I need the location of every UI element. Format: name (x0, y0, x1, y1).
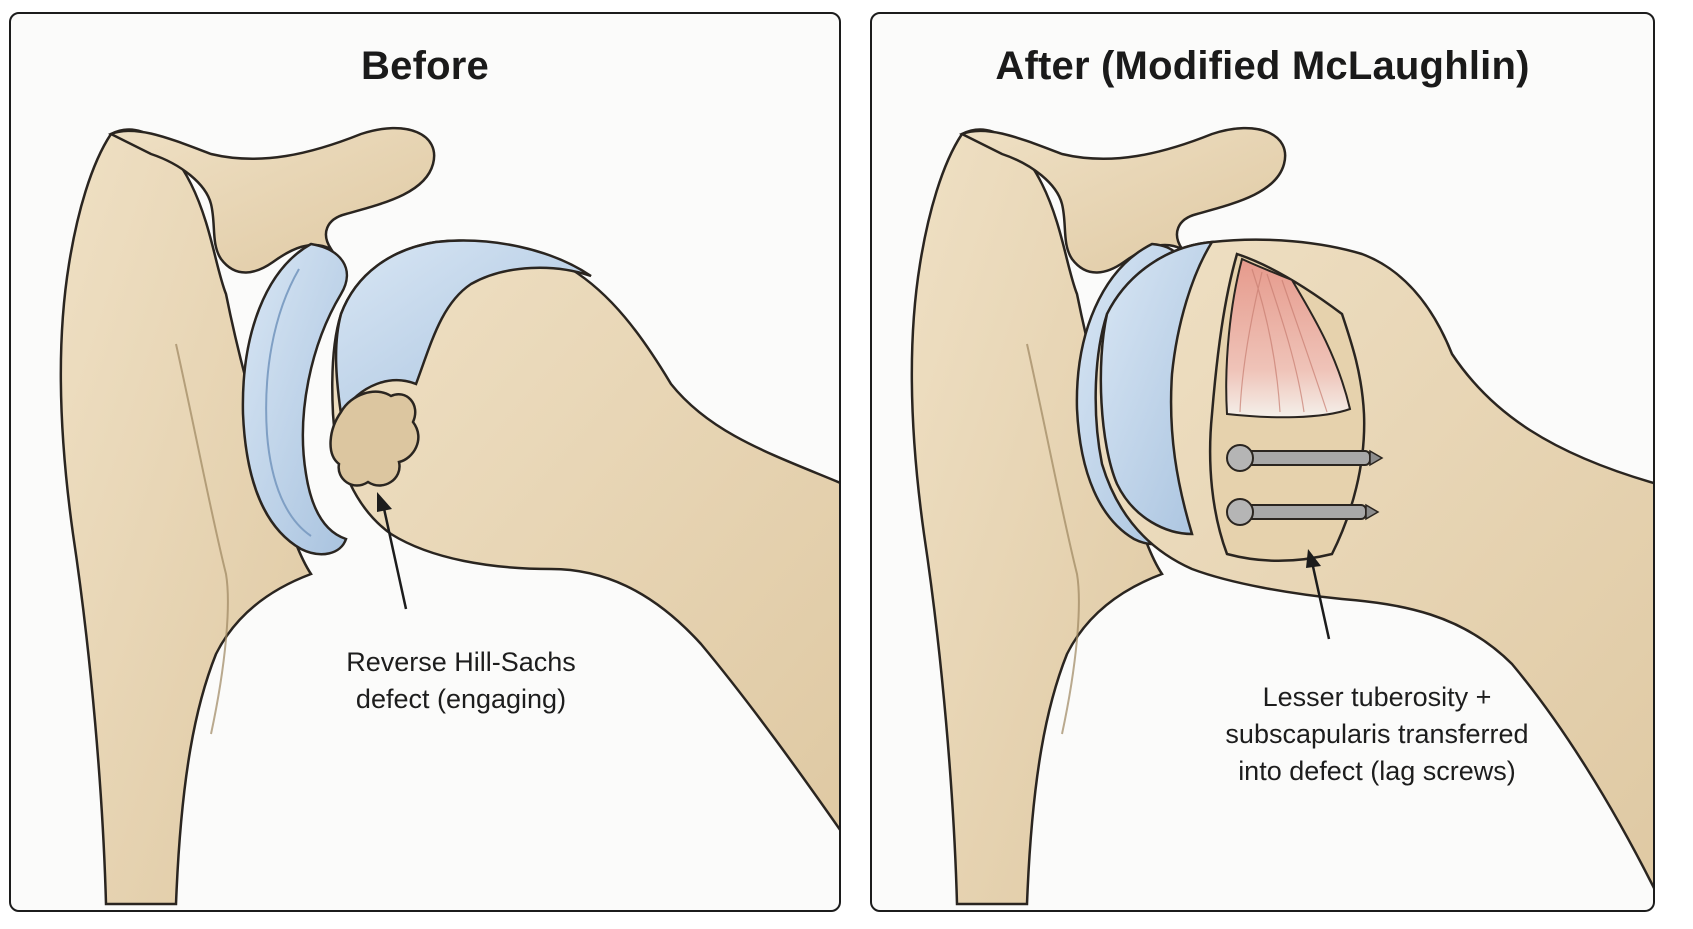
after-title: After (Modified McLaughlin) (995, 44, 1530, 88)
humerus (1094, 238, 1653, 889)
scapula (59, 128, 313, 906)
after-panel: After (Modified McLaughlin) (870, 12, 1655, 912)
scapula (910, 128, 1164, 906)
lag-screw-2 (1226, 498, 1380, 526)
before-callout-arrow (381, 503, 408, 610)
after-callout-arrow (1310, 561, 1331, 640)
before-callout-line-1: Reverse Hill-Sachs (346, 647, 576, 677)
subscapularis-tendon (1225, 257, 1352, 419)
glenoid-cartilage (241, 242, 349, 556)
humeral-head-cartilage (1099, 240, 1215, 536)
acromion (958, 126, 1287, 274)
after-callout: Lesser tuberosity + subscapularis transf… (1182, 679, 1572, 790)
after-callout-line-3: into defect (lag screws) (1238, 756, 1516, 786)
before-callout-line-2: defect (engaging) (355, 684, 567, 714)
lag-screw-1 (1226, 444, 1384, 472)
before-illustration (59, 126, 839, 906)
after-illustration (910, 126, 1653, 906)
before-callout: Reverse Hill-Sachs defect (engaging) (301, 644, 621, 718)
before-panel: Before Reverse H (9, 12, 841, 912)
after-callout-line-2: subscapularis transferred (1225, 719, 1529, 749)
before-title: Before (361, 44, 489, 88)
acromion (107, 126, 436, 274)
hill-sachs-defect (329, 390, 420, 487)
after-callout-line-1: Lesser tuberosity + (1262, 682, 1492, 712)
